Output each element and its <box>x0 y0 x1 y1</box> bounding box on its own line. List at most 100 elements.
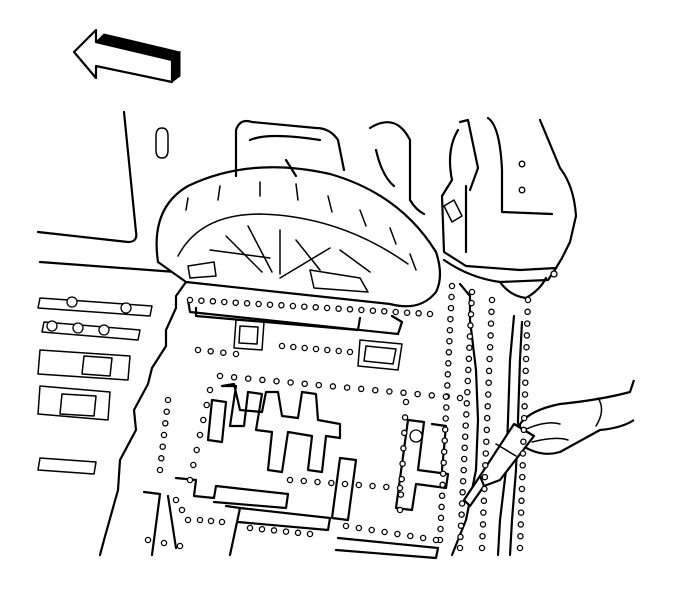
weld-hole <box>518 485 526 493</box>
weld-hole <box>484 403 491 410</box>
weld-hole <box>440 459 447 466</box>
weld-hole <box>306 530 314 538</box>
weld-hole <box>335 305 342 312</box>
weld-hole <box>312 345 320 353</box>
weld-hole <box>396 506 404 514</box>
weld-hole <box>403 309 411 316</box>
weld-hole <box>301 303 308 310</box>
weld-hole <box>216 372 224 380</box>
weld-hole <box>488 296 496 304</box>
weld-hole <box>343 384 351 391</box>
weld-hole <box>312 304 319 311</box>
weld-hole <box>287 379 294 386</box>
weld-hole <box>341 480 349 488</box>
weld-hole <box>447 315 454 323</box>
weld-hole <box>428 392 436 399</box>
weld-hole <box>355 481 363 489</box>
weld-hole <box>438 503 445 511</box>
weld-hole <box>355 524 363 532</box>
weld-hole <box>519 462 526 469</box>
upper-bracket <box>234 119 426 216</box>
weld-hole <box>467 322 474 329</box>
weld-hole <box>346 348 354 356</box>
weld-hole <box>244 375 252 382</box>
weld-hole <box>230 374 238 381</box>
weld-hole <box>294 529 302 537</box>
weld-hole <box>200 416 207 424</box>
weld-hole <box>290 343 297 351</box>
weld-hole <box>209 298 217 305</box>
weld-hole <box>270 527 278 534</box>
weld-hole <box>442 393 450 400</box>
weld-hole <box>485 379 492 386</box>
weld-hole <box>524 308 531 316</box>
weld-hole <box>196 431 204 439</box>
wheelhouse <box>155 166 442 308</box>
weld-hole <box>282 528 290 535</box>
weld-hole <box>207 348 214 355</box>
weld-hole <box>392 308 399 316</box>
weld-hole <box>255 300 262 308</box>
weld-hole <box>523 320 531 327</box>
weld-hole <box>480 509 487 516</box>
weld-hole <box>426 310 434 318</box>
weld-hole <box>402 398 410 406</box>
weld-hole <box>437 514 445 522</box>
weld-hole <box>444 371 452 378</box>
weld-hole <box>206 386 214 394</box>
weld-hole <box>278 342 286 350</box>
weld-hole <box>460 466 467 474</box>
weld-hole <box>286 476 294 484</box>
side-panel <box>36 110 178 274</box>
weld-hole <box>198 297 205 304</box>
weld-hole <box>461 433 469 440</box>
weld-hole <box>446 326 454 334</box>
weld-hole <box>519 450 527 457</box>
weld-hole <box>486 343 494 351</box>
weld-hole <box>520 426 528 434</box>
weld-hole <box>483 438 490 445</box>
weld-hole <box>486 355 493 363</box>
weld-hole <box>358 306 365 314</box>
weld-hole <box>160 431 168 439</box>
weld-hole <box>314 478 321 486</box>
weld-hole <box>232 299 239 306</box>
weld-hole <box>342 522 350 530</box>
weld-hole <box>456 544 464 552</box>
weld-hole <box>164 396 172 404</box>
weld-hole <box>465 366 472 374</box>
weld-hole <box>414 390 421 398</box>
weld-hole <box>524 296 532 304</box>
weld-hole <box>246 524 254 532</box>
weld-hole <box>176 542 184 550</box>
weld-hole <box>193 446 200 454</box>
weld-hole <box>482 462 489 469</box>
weld-hole <box>160 539 168 547</box>
weld-hole <box>445 349 453 356</box>
weld-hole <box>232 350 240 358</box>
weld-hole <box>446 337 453 345</box>
weld-hole <box>438 492 446 500</box>
weld-hole <box>203 401 210 409</box>
weld-hole <box>323 304 331 312</box>
weld-hole <box>479 521 487 528</box>
weld-hole <box>481 473 489 481</box>
weld-hole <box>328 479 335 487</box>
weld-hole <box>523 343 530 351</box>
weld-hole <box>461 444 468 452</box>
weld-hole <box>346 306 354 313</box>
weld-hole <box>432 536 440 544</box>
weld-hole <box>397 491 405 498</box>
weld-hole <box>478 544 486 552</box>
weld-hole <box>520 438 527 445</box>
weld-hole <box>162 420 169 427</box>
weld-hole <box>394 530 401 538</box>
weld-hole <box>207 517 215 525</box>
weld-hole <box>163 408 170 415</box>
rear-pillar <box>440 116 578 300</box>
weld-hole <box>289 302 297 310</box>
weld-hole <box>368 526 375 534</box>
weld-hole <box>521 403 528 410</box>
weld-hole <box>439 481 446 489</box>
